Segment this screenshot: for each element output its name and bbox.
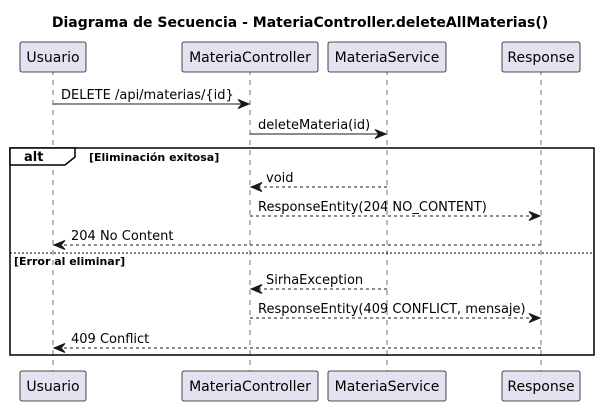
participant-box (501, 370, 581, 402)
arrowhead-icon (374, 129, 388, 139)
arrowhead-icon (528, 211, 542, 221)
participant-response-bottom: Response (501, 370, 581, 402)
participant-box (19, 41, 87, 73)
arrowhead-icon (237, 99, 251, 109)
arrowhead-icon (52, 343, 66, 353)
participant-box (501, 41, 581, 73)
alt-fragment: alt [Eliminación exitosa] [Error al elim… (9, 147, 595, 356)
participant-usuario-top: Usuario (19, 41, 87, 73)
participant-label: MateriaService (335, 379, 440, 395)
participant-service-bottom: MateriaService (327, 370, 447, 402)
participant-usuario-bottom: Usuario (19, 370, 87, 402)
arrowhead-icon (52, 240, 66, 250)
participant-controller-top: MateriaController (181, 41, 319, 73)
guard-label: [Eliminación exitosa] (89, 151, 219, 164)
message-4: ResponseEntity(204 NO_CONTENT) (250, 200, 542, 221)
participant-box (181, 370, 319, 402)
message-3: void (249, 171, 387, 192)
message-label: DELETE /api/materias/{id} (61, 88, 234, 103)
message-label: deleteMateria(id) (258, 118, 370, 133)
guard-label: [Error al eliminar] (14, 255, 125, 268)
message-8: 409 Conflict (52, 332, 541, 353)
message-label: void (266, 171, 294, 186)
participant-service-top: MateriaService (327, 41, 447, 73)
arrowhead-icon (249, 182, 263, 192)
message-label: 204 No Content (71, 229, 173, 244)
participant-label: MateriaController (189, 379, 311, 395)
participant-label: Response (507, 50, 574, 66)
message-label: ResponseEntity(204 NO_CONTENT) (258, 200, 487, 215)
message-2: deleteMateria(id) (250, 118, 388, 139)
message-1: DELETE /api/materias/{id} (53, 88, 251, 109)
arrowhead-icon (528, 313, 542, 323)
message-label: ResponseEntity(409 CONFLICT, mensaje) (258, 302, 526, 317)
message-7: ResponseEntity(409 CONFLICT, mensaje) (250, 302, 542, 323)
participant-box (327, 41, 447, 73)
message-5: 204 No Content (52, 229, 541, 250)
participant-label: Usuario (26, 50, 79, 66)
diagram-title: Diagrama de Secuencia - MateriaControlle… (52, 15, 548, 31)
message-label: 409 Conflict (71, 332, 149, 347)
participant-box (19, 370, 87, 402)
participant-label: Usuario (26, 379, 79, 395)
fragment-frame (9, 147, 595, 356)
message-label: SirhaException (266, 273, 363, 288)
participant-label: MateriaController (189, 50, 311, 66)
lifelines (52, 70, 542, 372)
fragment-keyword: alt (24, 150, 43, 165)
participant-response-top: Response (501, 41, 581, 73)
participant-label: MateriaService (335, 50, 440, 66)
arrowhead-icon (249, 284, 263, 294)
participant-box (181, 41, 319, 73)
participant-box (327, 370, 447, 402)
participant-controller-bottom: MateriaController (181, 370, 319, 402)
fragment-tab (9, 147, 76, 166)
participant-label: Response (507, 379, 574, 395)
message-6: SirhaException (249, 273, 387, 294)
